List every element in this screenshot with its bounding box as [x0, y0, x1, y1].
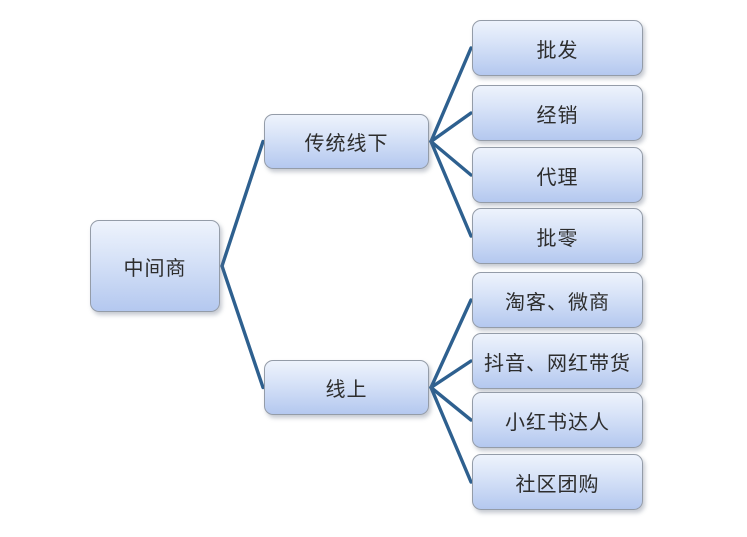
leaf-node-douyin-influencer-selling: 抖音、网红带货 [472, 333, 643, 389]
leaf-node-wholesale: 批发 [472, 20, 643, 76]
leaf-node-distribution: 经销 [472, 85, 643, 141]
leaf-node-taoke-weishang: 淘客、微商 [472, 272, 643, 328]
leaf-node-wholesale-retail: 批零 [472, 208, 643, 264]
branch-node-traditional-offline: 传统线下 [264, 114, 429, 169]
leaf-node-community-group-buying: 社区团购 [472, 454, 643, 510]
leaf-node-xiaohongshu-kol: 小红书达人 [472, 392, 643, 448]
root-node-middleman: 中间商 [90, 220, 220, 312]
leaf-node-agency: 代理 [472, 147, 643, 203]
branch-node-online: 线上 [264, 360, 429, 415]
